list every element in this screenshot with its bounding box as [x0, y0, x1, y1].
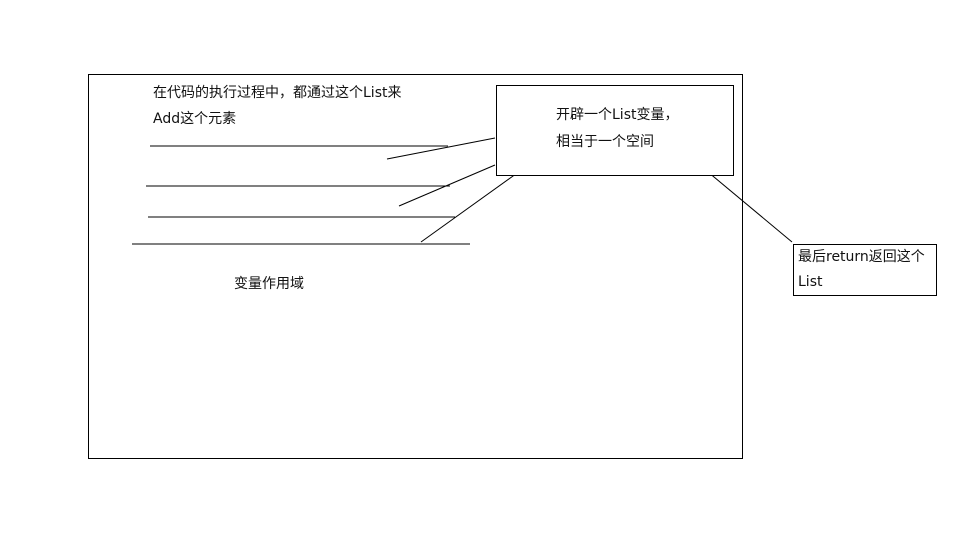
return-box-line2: List — [798, 274, 823, 290]
return-list-box: 最后return返回这个 List — [793, 244, 937, 296]
list-box-line2: 相当于一个空间 — [556, 134, 654, 150]
list-variable-box: 开辟一个List变量， 相当于一个空间 — [496, 85, 734, 176]
add-note-line2: Add这个元素 — [153, 111, 237, 127]
variable-scope-label: 变量作用域 — [234, 276, 304, 292]
return-box-line1: 最后return返回这个 — [798, 249, 925, 265]
list-box-line1: 开辟一个List变量， — [556, 107, 679, 123]
add-note-line1: 在代码的执行过程中，都通过这个List来 — [153, 85, 402, 101]
